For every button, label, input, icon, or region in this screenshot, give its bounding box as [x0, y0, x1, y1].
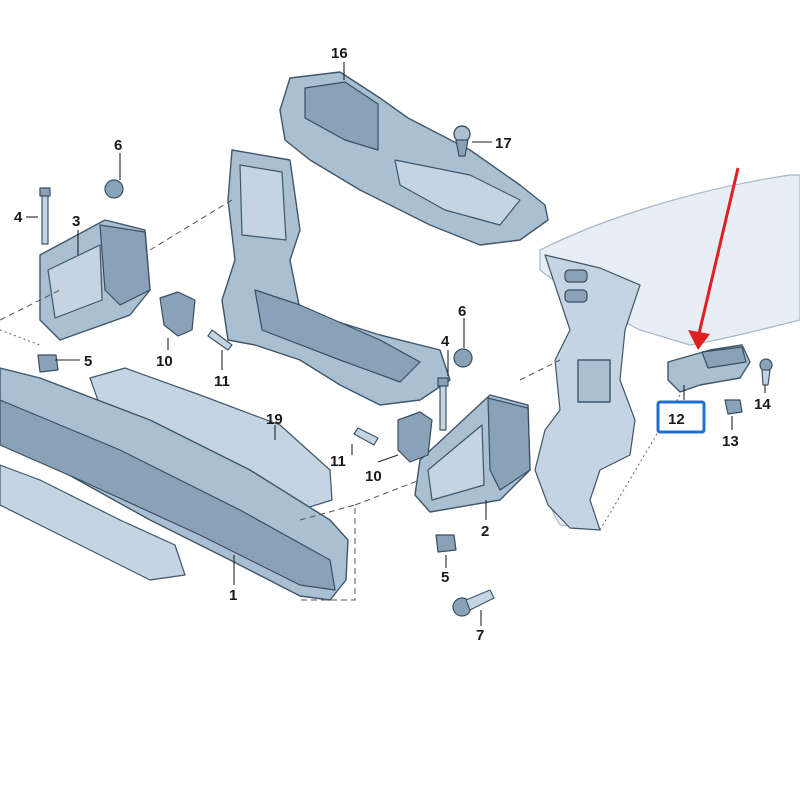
pin-11-left: [207, 329, 233, 351]
callout-16: 16: [331, 45, 348, 62]
center-lock-carrier: [221, 149, 451, 406]
callout-labels: 16 17 6 4 3 5 10 11 6 4 19 11 10 2 5 7 1…: [14, 45, 771, 644]
callout-4-right: 4: [441, 333, 450, 350]
callout-12: 12: [668, 411, 685, 428]
callout-5-right: 5: [441, 569, 449, 586]
callout-10-left: 10: [156, 353, 173, 370]
right-bracket-2: [414, 394, 531, 513]
nut-5-left: [37, 354, 59, 373]
nut-6-left: [104, 179, 124, 199]
callout-17: 17: [495, 135, 512, 152]
nut-6-right: [453, 348, 473, 368]
nut-5-right: [435, 534, 457, 553]
callout-13: 13: [722, 433, 739, 450]
callout-3: 3: [72, 213, 80, 230]
callout-5-left: 5: [84, 353, 92, 370]
bolt-4-left: [39, 187, 51, 245]
bumper-beam-1: [0, 367, 349, 601]
highlight-arrow: [688, 167, 740, 350]
highlight-box-12: [656, 400, 706, 434]
right-support-panel: [534, 254, 641, 531]
clip-10-right: [397, 411, 433, 463]
callout-6-left: 6: [114, 137, 122, 154]
callout-11-left: 11: [214, 373, 230, 390]
callout-4-left: 4: [14, 209, 23, 226]
screw-14: [759, 358, 773, 386]
callout-19: 19: [266, 411, 283, 428]
callout-11-right: 11: [330, 453, 346, 470]
clip-17: [453, 125, 471, 157]
callout-6-right: 6: [458, 303, 466, 320]
left-bracket-3: [39, 219, 151, 341]
nut-13: [724, 399, 743, 415]
air-guide-16: [279, 71, 549, 246]
pin-11-right: [353, 427, 379, 446]
callout-10-right: 10: [365, 468, 382, 485]
bolt-7: [452, 589, 495, 617]
bracket-12: [667, 344, 751, 393]
callout-1: 1: [229, 587, 237, 604]
callout-2: 2: [481, 523, 489, 540]
clip-10-left: [159, 291, 196, 337]
bolt-4-right: [437, 377, 449, 431]
callout-7: 7: [476, 627, 484, 644]
leader-lines: [26, 62, 766, 626]
callout-14: 14: [754, 396, 771, 413]
